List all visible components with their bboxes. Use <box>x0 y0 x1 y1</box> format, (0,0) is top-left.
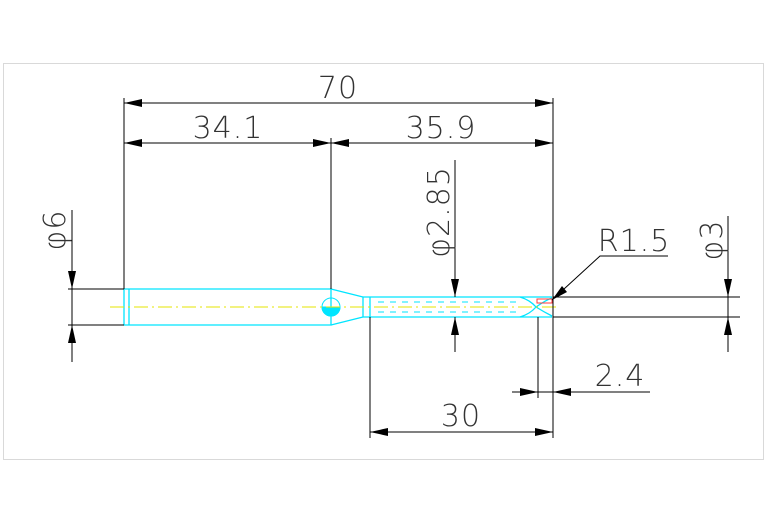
end-mill-part <box>110 288 560 326</box>
dim-text-neck-diameter: φ2.85 <box>422 166 457 258</box>
dim-text-shank-diameter: φ6 <box>38 210 73 251</box>
arrow-shank-dia-bottom <box>68 325 76 343</box>
dim-text-tip-length: 2.4 <box>595 359 646 394</box>
radius-leader <box>551 255 668 301</box>
reference-circle-fill <box>321 306 341 317</box>
arrow-radius <box>552 286 567 300</box>
dim-text-neck-section: 35.9 <box>406 111 477 146</box>
drawing-frame <box>3 63 764 460</box>
arrow-tip-dia-top <box>724 279 732 297</box>
arrow-reach-right <box>535 428 553 436</box>
arrow-neck-left <box>331 139 349 147</box>
tip-outline <box>520 296 552 318</box>
arrowheads <box>68 99 732 436</box>
dimensions <box>68 98 740 438</box>
arrow-tip-dia-bottom <box>724 317 732 335</box>
arrow-neck-right <box>535 139 553 147</box>
arrow-neck-dia-bottom <box>451 317 459 335</box>
neck-outline <box>363 296 520 318</box>
dim-text-radius: R1.5 <box>598 224 671 259</box>
arrow-shank-left <box>124 139 142 147</box>
arrow-overall-right <box>535 99 553 107</box>
arrow-tip-right <box>553 388 571 396</box>
tip-edge-curve <box>535 306 553 317</box>
dim-text-shank: 34.1 <box>193 111 264 146</box>
tip-edge-curve-upper <box>535 297 553 308</box>
arrow-shank-dia-top <box>68 271 76 289</box>
dim-text-overall: 70 <box>318 71 358 106</box>
arrow-neck-dia-top <box>451 279 459 297</box>
dim-text-tip-diameter: φ3 <box>695 220 730 261</box>
arrow-overall-left <box>124 99 142 107</box>
arrow-tip-left <box>520 388 538 396</box>
dim-text-reach: 30 <box>441 399 481 434</box>
tip-highlight-mark <box>536 298 553 304</box>
arrow-shank-right <box>313 139 331 147</box>
taper-outline <box>330 288 364 326</box>
arrow-reach-left <box>370 428 388 436</box>
